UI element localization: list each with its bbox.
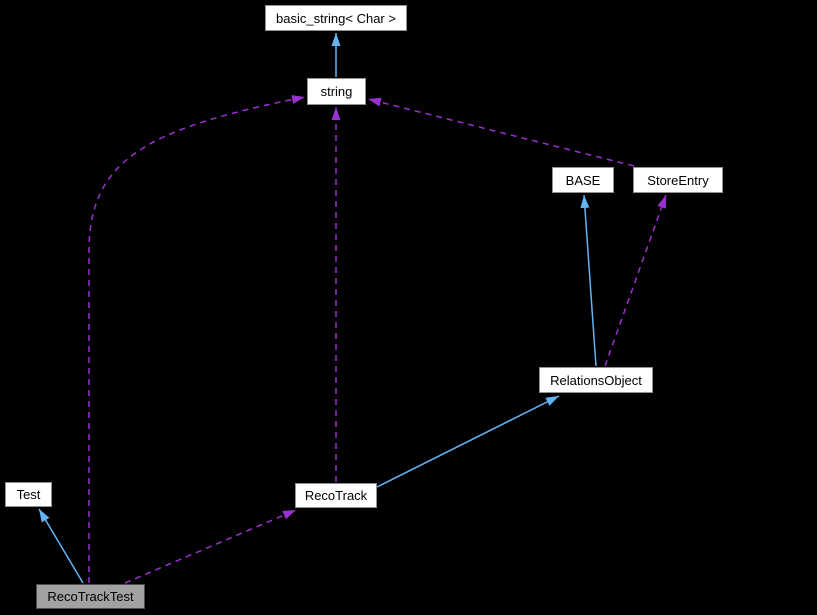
node-relationsobject[interactable]: RelationsObject bbox=[539, 367, 653, 393]
node-label: StoreEntry bbox=[647, 172, 709, 188]
edge-relationsobject-to-storeentry bbox=[604, 194, 667, 367]
edge-recotracktest-to-string bbox=[88, 95, 306, 583]
node-test[interactable]: Test bbox=[5, 482, 52, 507]
node-recotrack[interactable]: RecoTrack bbox=[295, 483, 377, 508]
node-basic-string[interactable]: basic_string< Char > bbox=[265, 5, 407, 31]
node-label: string bbox=[320, 84, 353, 99]
node-storeentry[interactable]: StoreEntry bbox=[633, 167, 723, 193]
node-label: basic_string< Char > bbox=[276, 10, 396, 26]
node-label: RecoTrackTest bbox=[47, 589, 134, 604]
node-label: BASE bbox=[565, 172, 601, 188]
node-base[interactable]: BASE bbox=[552, 167, 614, 193]
edge-storeentry-to-string bbox=[367, 97, 635, 167]
node-string[interactable]: string bbox=[307, 78, 366, 105]
edge-recotrack-to-relationsobject bbox=[376, 395, 560, 488]
node-label: Test bbox=[16, 487, 41, 502]
edge-relationsobject-to-base bbox=[580, 194, 597, 367]
edge-recotracktest-to-recotrack bbox=[124, 509, 297, 584]
edge-recotracktest-to-test bbox=[38, 508, 84, 584]
node-label: RecoTrack bbox=[304, 488, 368, 503]
node-label: RelationsObject bbox=[550, 372, 642, 388]
node-recotracktest-current[interactable]: RecoTrackTest bbox=[36, 584, 145, 609]
